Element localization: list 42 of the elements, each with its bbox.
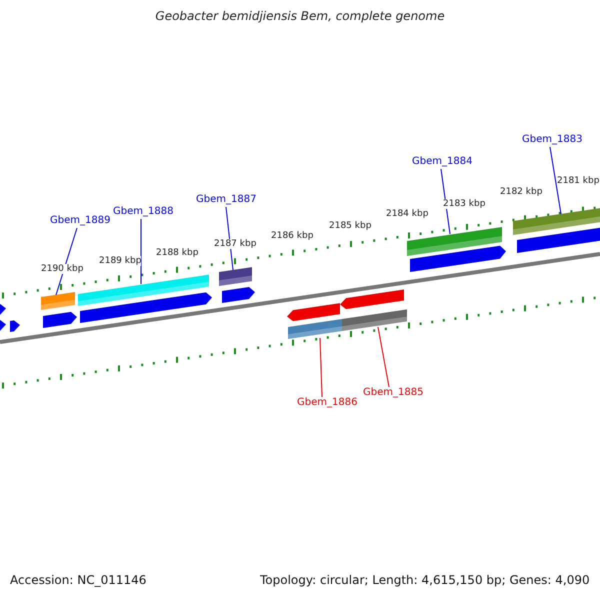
- gene-bar: [78, 274, 209, 306]
- gene-label: Gbem_1884: [412, 156, 472, 168]
- leader-line: [56, 228, 78, 296]
- gene-bar: [288, 319, 342, 339]
- gene-label: Gbem_1888: [113, 206, 174, 218]
- scale-label: 2190 kbp: [41, 264, 84, 274]
- scale-label: 2182 kbp: [500, 187, 542, 198]
- gene-bar: [513, 206, 600, 235]
- leader-line: [320, 338, 322, 398]
- gene-label: Gbem_1885: [363, 387, 424, 398]
- coding-sequence-block: [0, 320, 6, 332]
- scale-label: 2183 kbp: [443, 199, 486, 210]
- scale-label: 2184 kbp: [386, 209, 428, 220]
- scale-label: 2188 kbp: [156, 248, 198, 258]
- coding-sequence-block: [410, 246, 506, 272]
- leader-line: [140, 218, 142, 284]
- gene-label: Gbem_1887: [196, 194, 256, 206]
- gene-bar: [41, 292, 75, 310]
- title: Geobacter bemidjiensis Bem, complete genome: [154, 10, 446, 24]
- coding-sequence-block: [43, 312, 77, 328]
- gene-label: Gbem_1889: [50, 215, 110, 226]
- scale-label: 2185 kbp: [329, 221, 372, 232]
- scale-label: 2187 kbp: [214, 239, 256, 250]
- coding-sequence-block: [80, 292, 212, 323]
- gene-bar: [219, 267, 252, 286]
- gene-bar: [407, 226, 502, 256]
- scale-label: 2189 kbp: [99, 256, 142, 266]
- coding-sequence-block: [0, 304, 6, 316]
- coding-sequence-block: [287, 303, 340, 322]
- scale-label: 2186 kbp: [271, 231, 314, 242]
- footer-text: Accession: NC_011146: [10, 574, 146, 588]
- coding-sequence-block: [10, 320, 20, 332]
- coding-sequence-block: [222, 287, 255, 303]
- scale-label: 2181 kbp: [557, 176, 600, 186]
- coding-sequence-block: [340, 290, 404, 310]
- coding-sequence-block: [517, 227, 600, 253]
- footer-text: Topology: circular; Length: 4,615,150 bp; Genes: 4,090: [260, 574, 590, 588]
- leader-line: [550, 146, 562, 214]
- gene-bar: [342, 309, 407, 331]
- gene-label: Gbem_1883: [522, 134, 582, 146]
- gene-label: Gbem_1886: [297, 397, 358, 408]
- leader-line: [378, 326, 390, 388]
